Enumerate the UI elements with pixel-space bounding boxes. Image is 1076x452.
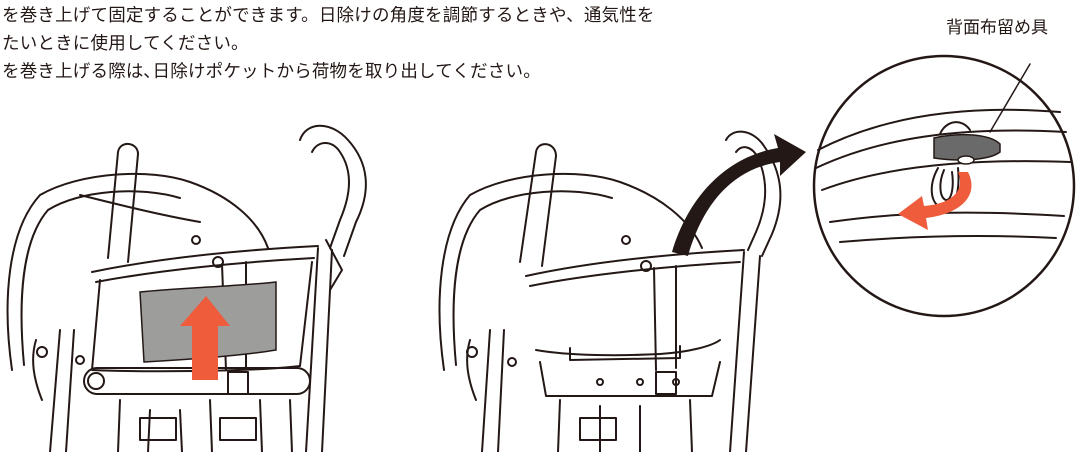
stroller-left-illustration	[6, 124, 367, 452]
move-to-detail-arrow	[672, 134, 806, 256]
stroller-right-illustration	[438, 130, 782, 452]
instruction-text: を巻き上げて固定することができます。日除けの角度を調節するときや、通気性を たい…	[2, 2, 822, 86]
instruction-line-1: を巻き上げて固定することができます。日除けの角度を調節するときや、通気性を	[2, 6, 655, 26]
fastener-callout-label: 背面布留め具	[946, 18, 1048, 38]
unfasten-arrow	[898, 172, 972, 230]
instruction-line-2: たいときに使用してください。	[2, 34, 249, 54]
fastener-detail-circle	[812, 54, 1076, 318]
back-fabric-fastener	[933, 133, 1001, 161]
roll-up-arrow	[180, 296, 230, 380]
instruction-line-3: を巻き上げる際は､日除けポケットから荷物を取り出してください。	[2, 62, 541, 82]
